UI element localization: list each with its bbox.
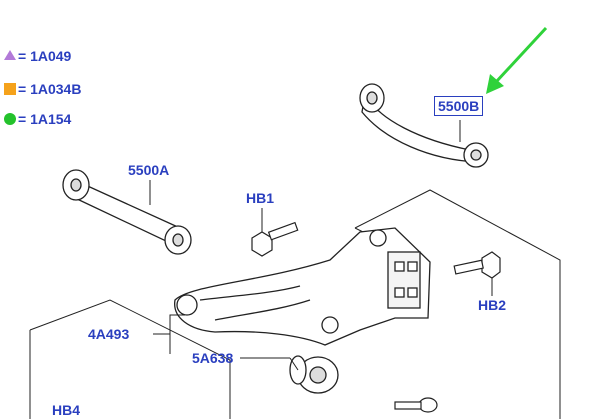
- triangle-icon: [4, 50, 16, 60]
- knuckle-4a493: [174, 227, 431, 346]
- lower-link-5500a: [62, 169, 192, 255]
- bolt-bottom: [394, 397, 438, 413]
- callout-5500a: 5500A: [128, 162, 170, 178]
- upper-arm-5500b: [359, 83, 489, 168]
- legend-item-1a049: = 1A049: [18, 48, 71, 64]
- legend-item-1a034b: = 1A034B: [18, 81, 81, 97]
- callout-hb2: HB2: [478, 297, 507, 313]
- callout-5500b: 5500B: [434, 96, 484, 116]
- bolt-hb1: [251, 221, 299, 257]
- circle-icon: [4, 113, 16, 125]
- bolt-hb2: [453, 251, 501, 279]
- highlight-arrow: [486, 26, 548, 94]
- square-icon: [4, 83, 16, 95]
- legend-item-1a154: = 1A154: [18, 111, 71, 127]
- leader-lines: [149, 120, 493, 371]
- callout-4a493: 4A493: [88, 326, 130, 342]
- legend-label: = 1A154: [18, 111, 72, 127]
- bushing-5a638: [289, 355, 339, 394]
- callout-5a638: 5A638: [192, 350, 234, 366]
- callout-hb1: HB1: [246, 190, 275, 206]
- legend-label: = 1A049: [18, 48, 72, 64]
- legend-label: = 1A034B: [18, 81, 82, 97]
- callout-hb4: HB4: [52, 402, 81, 418]
